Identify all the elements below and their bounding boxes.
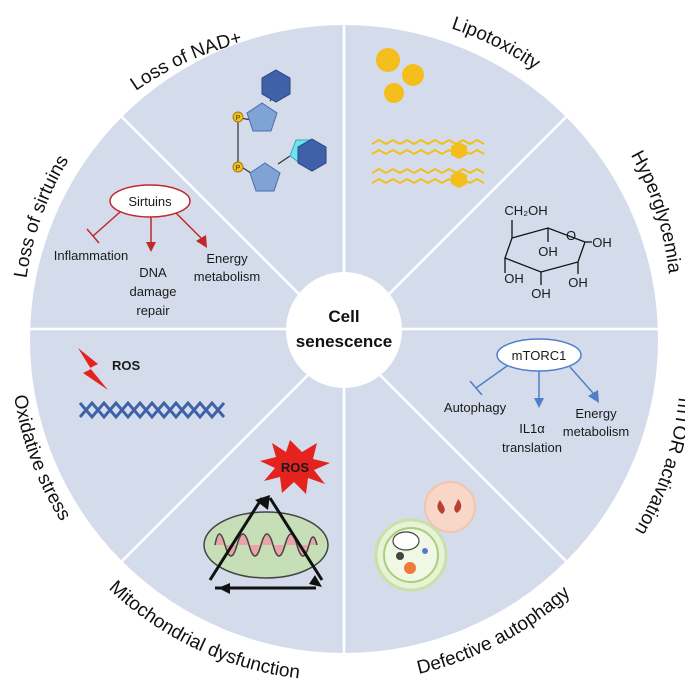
mtor-autophagy-label: Autophagy <box>444 400 507 415</box>
recycle-triangle-icon <box>208 495 324 594</box>
sirtuins-energy-label-1: Energy <box>206 251 248 266</box>
ros-burst-icon <box>260 440 330 494</box>
sirtuins-dna-label-3: repair <box>136 303 170 318</box>
mtorc1-hub-label: mTORC1 <box>512 348 567 363</box>
hexagon-top-icon <box>261 69 291 103</box>
mitochondrion-icon <box>203 511 329 579</box>
autophagosome-icon <box>374 518 448 592</box>
mtor-energy-label-1: Energy <box>575 406 617 421</box>
lipid-droplets-icon <box>376 48 424 103</box>
sirtuins-dna-label-1: DNA <box>139 265 167 280</box>
glycerol-head-top-icon <box>451 142 467 159</box>
sirtuins-hub <box>109 184 191 218</box>
glucose-oh-c3-label: OH <box>531 286 551 301</box>
phosphate-bottom-icon <box>232 161 244 173</box>
mtor-translation-label: translation <box>502 440 562 455</box>
lightning-icon <box>78 348 108 390</box>
glucose-structure-icon <box>504 220 592 285</box>
glucose-oh-c1-label: OH <box>592 235 612 250</box>
arrowhead-dna-icon <box>146 242 156 252</box>
mtor-il1-label: IL1α <box>519 421 545 436</box>
mtor-inhibition-bar-icon <box>469 380 483 396</box>
phosphate-bottom-label: P <box>236 165 241 172</box>
mito-ros-label: ROS <box>281 460 310 475</box>
glucose-oh-c4-label: OH <box>504 271 524 286</box>
sirtuins-hub-label: Sirtuins <box>128 194 172 209</box>
phosphate-top-icon <box>232 111 244 123</box>
mtor-arrows <box>469 365 594 400</box>
glucose-oh-c2-label: OH <box>538 244 558 259</box>
hexagon-bottom-icon <box>297 138 327 172</box>
oxidative-ros-label: ROS <box>112 358 141 373</box>
dna-helix-icon <box>78 400 226 420</box>
center-circle <box>286 272 402 388</box>
center-title-line2: senescence <box>296 332 392 351</box>
mtor-arrowhead-energy-icon <box>588 390 599 403</box>
pentagon-top-icon <box>246 102 278 132</box>
mtor-arrowhead-il1-icon <box>534 398 544 408</box>
glucose-ring-oxygen-label: O <box>566 228 576 243</box>
lysosome-icon <box>424 481 476 533</box>
sirtuins-energy-label-2: metabolism <box>194 269 260 284</box>
glucose-ch2oh-label: CH₂OH <box>504 203 547 218</box>
inhibition-bar-icon <box>86 228 100 244</box>
sirtuins-dna-label-2: damage <box>130 284 177 299</box>
glucose-oh-c2b-label: OH <box>568 275 588 290</box>
glycerol-head-bottom-icon <box>451 171 467 188</box>
arrowhead-energy-icon <box>196 235 207 248</box>
mtor-energy-label-2: metabolism <box>563 424 629 439</box>
nad-molecule-icon: P P <box>232 69 327 192</box>
center-title-line1: Cell <box>328 307 359 326</box>
phosphate-top-label: P <box>236 115 241 122</box>
pentagon-bottom-icon <box>249 162 281 192</box>
sirtuins-arrows <box>86 211 202 244</box>
sirtuins-inflammation-label: Inflammation <box>54 248 128 263</box>
